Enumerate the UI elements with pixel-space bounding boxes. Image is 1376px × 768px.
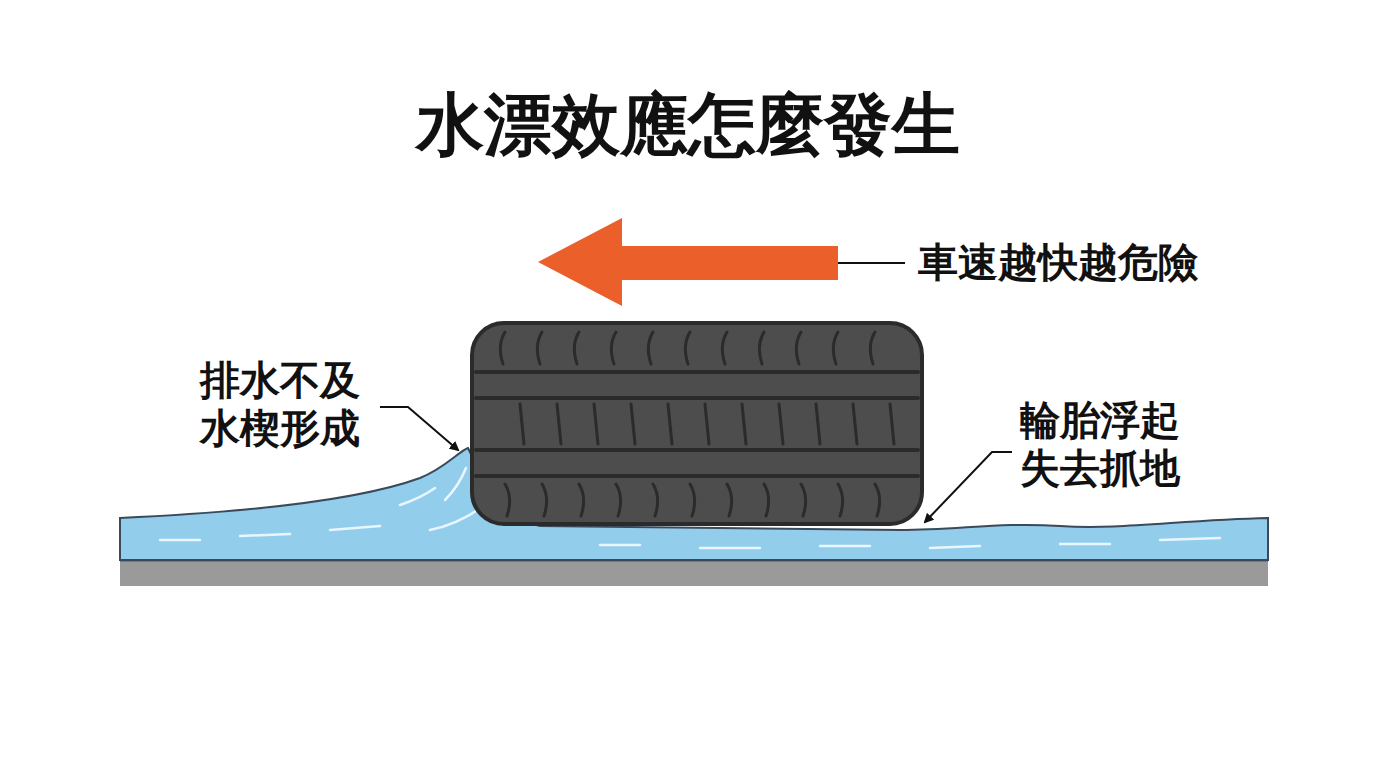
tread-notch [801,484,806,516]
tread-groove [476,370,918,374]
tread-notch [611,332,616,364]
tire-tread [476,332,918,516]
tread-notch [690,484,695,516]
tread-notch [727,484,732,516]
ripple [445,468,466,500]
tread-notch [870,332,875,364]
tread-notch [875,484,880,516]
leader-line [925,452,1012,522]
tread-notch [796,332,801,364]
direction-arrow [538,218,838,306]
ripple [930,546,980,548]
tread-groove [476,474,918,478]
tread-notch [838,484,843,516]
callout-label: 輪胎浮起 失去抓地 [1020,396,1190,492]
ripple [1160,538,1220,540]
tread-notch [742,404,746,444]
tread-notch [542,484,547,516]
tread-notch [705,404,709,444]
tread-notch [890,404,894,444]
diagram-title: 水漂效應怎麼發生 [0,85,1376,165]
tread-notch [685,332,690,364]
ripple [700,547,760,550]
tread-notch [631,404,635,444]
leader-line [380,407,458,450]
tread-groove [476,396,918,400]
tread-notch [648,332,653,364]
tread-notch [520,404,524,444]
tread-groove [476,448,918,452]
tread-notch [505,484,510,516]
tread-notch [722,332,727,364]
tread-notch [537,332,542,364]
tread-notch [616,484,621,516]
tire [472,323,922,524]
leader-line [838,262,905,264]
tread-notch [853,404,857,444]
tread-notch [759,332,764,364]
tread-notch [557,404,561,444]
ripple [1060,543,1110,546]
tread-notch [668,404,672,444]
tread-notch [579,484,584,516]
ripple [400,488,435,505]
ripple [330,526,380,530]
tread-notch [653,484,658,516]
tread-notch [594,404,598,444]
ripple [600,544,640,547]
road-surface [120,560,1268,586]
tread-notch [833,332,838,364]
tread-notch [574,332,579,364]
ripple [820,545,870,548]
tread-notch [779,404,783,444]
tread-notch [816,404,820,444]
ripple [160,539,200,542]
tread-notch [500,332,505,364]
tread-notch [764,484,769,516]
callout-label: 車速越快越危險 [918,238,1248,286]
callout-label: 排水不及 水楔形成 [200,356,370,452]
ripple [240,534,290,536]
